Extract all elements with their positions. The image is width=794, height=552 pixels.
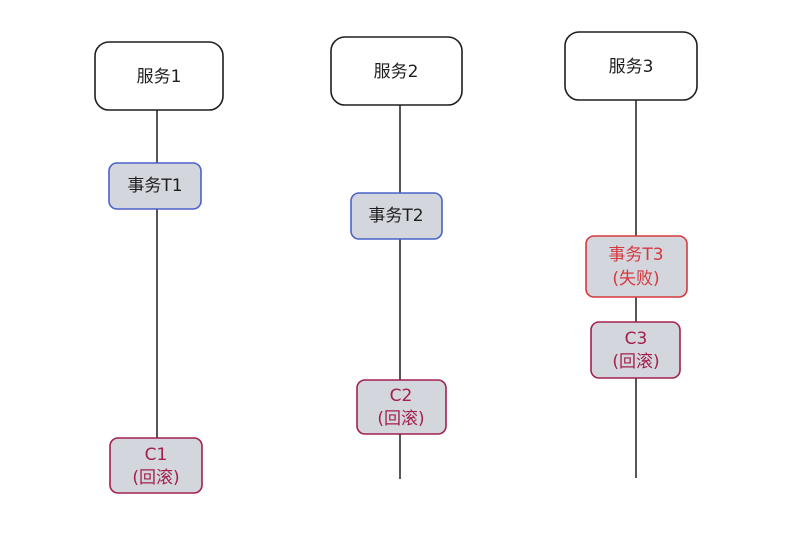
compensation-c1-sublabel: (回滚) xyxy=(132,468,179,488)
compensation-c1-box xyxy=(109,437,203,494)
transaction-t3-box xyxy=(585,235,688,298)
service-column-2: 服务2 事务T2 C2 (回滚) xyxy=(330,36,463,479)
transaction-t1-box xyxy=(108,162,202,210)
service-1-label: 服务1 xyxy=(137,67,182,87)
compensation-c3-label: C3 xyxy=(625,329,648,349)
service-3-box xyxy=(564,31,698,101)
service-column-1: 服务1 事务T1 C1 (回滚) xyxy=(94,41,224,494)
service-3-label: 服务3 xyxy=(609,57,654,77)
transaction-t2-label: 事务T2 xyxy=(368,206,423,226)
service-2-label: 服务2 xyxy=(374,62,419,82)
transaction-t3-sublabel: (失败) xyxy=(612,269,659,289)
service-2-box xyxy=(330,36,463,106)
service-1-box xyxy=(94,41,224,111)
service-column-3: 服务3 事务T3 (失败) C3 (回滚) xyxy=(564,31,698,478)
compensation-c2-label: C2 xyxy=(390,386,413,406)
transaction-t1-label: 事务T1 xyxy=(127,176,182,196)
compensation-c3-sublabel: (回滚) xyxy=(612,352,659,372)
transaction-t2-box xyxy=(350,192,443,240)
transaction-t3-label: 事务T3 xyxy=(608,245,663,265)
compensation-c3-box xyxy=(590,321,681,379)
compensation-c1-label: C1 xyxy=(145,445,168,465)
compensation-c2-box xyxy=(356,379,447,435)
compensation-c2-sublabel: (回滚) xyxy=(377,409,424,429)
